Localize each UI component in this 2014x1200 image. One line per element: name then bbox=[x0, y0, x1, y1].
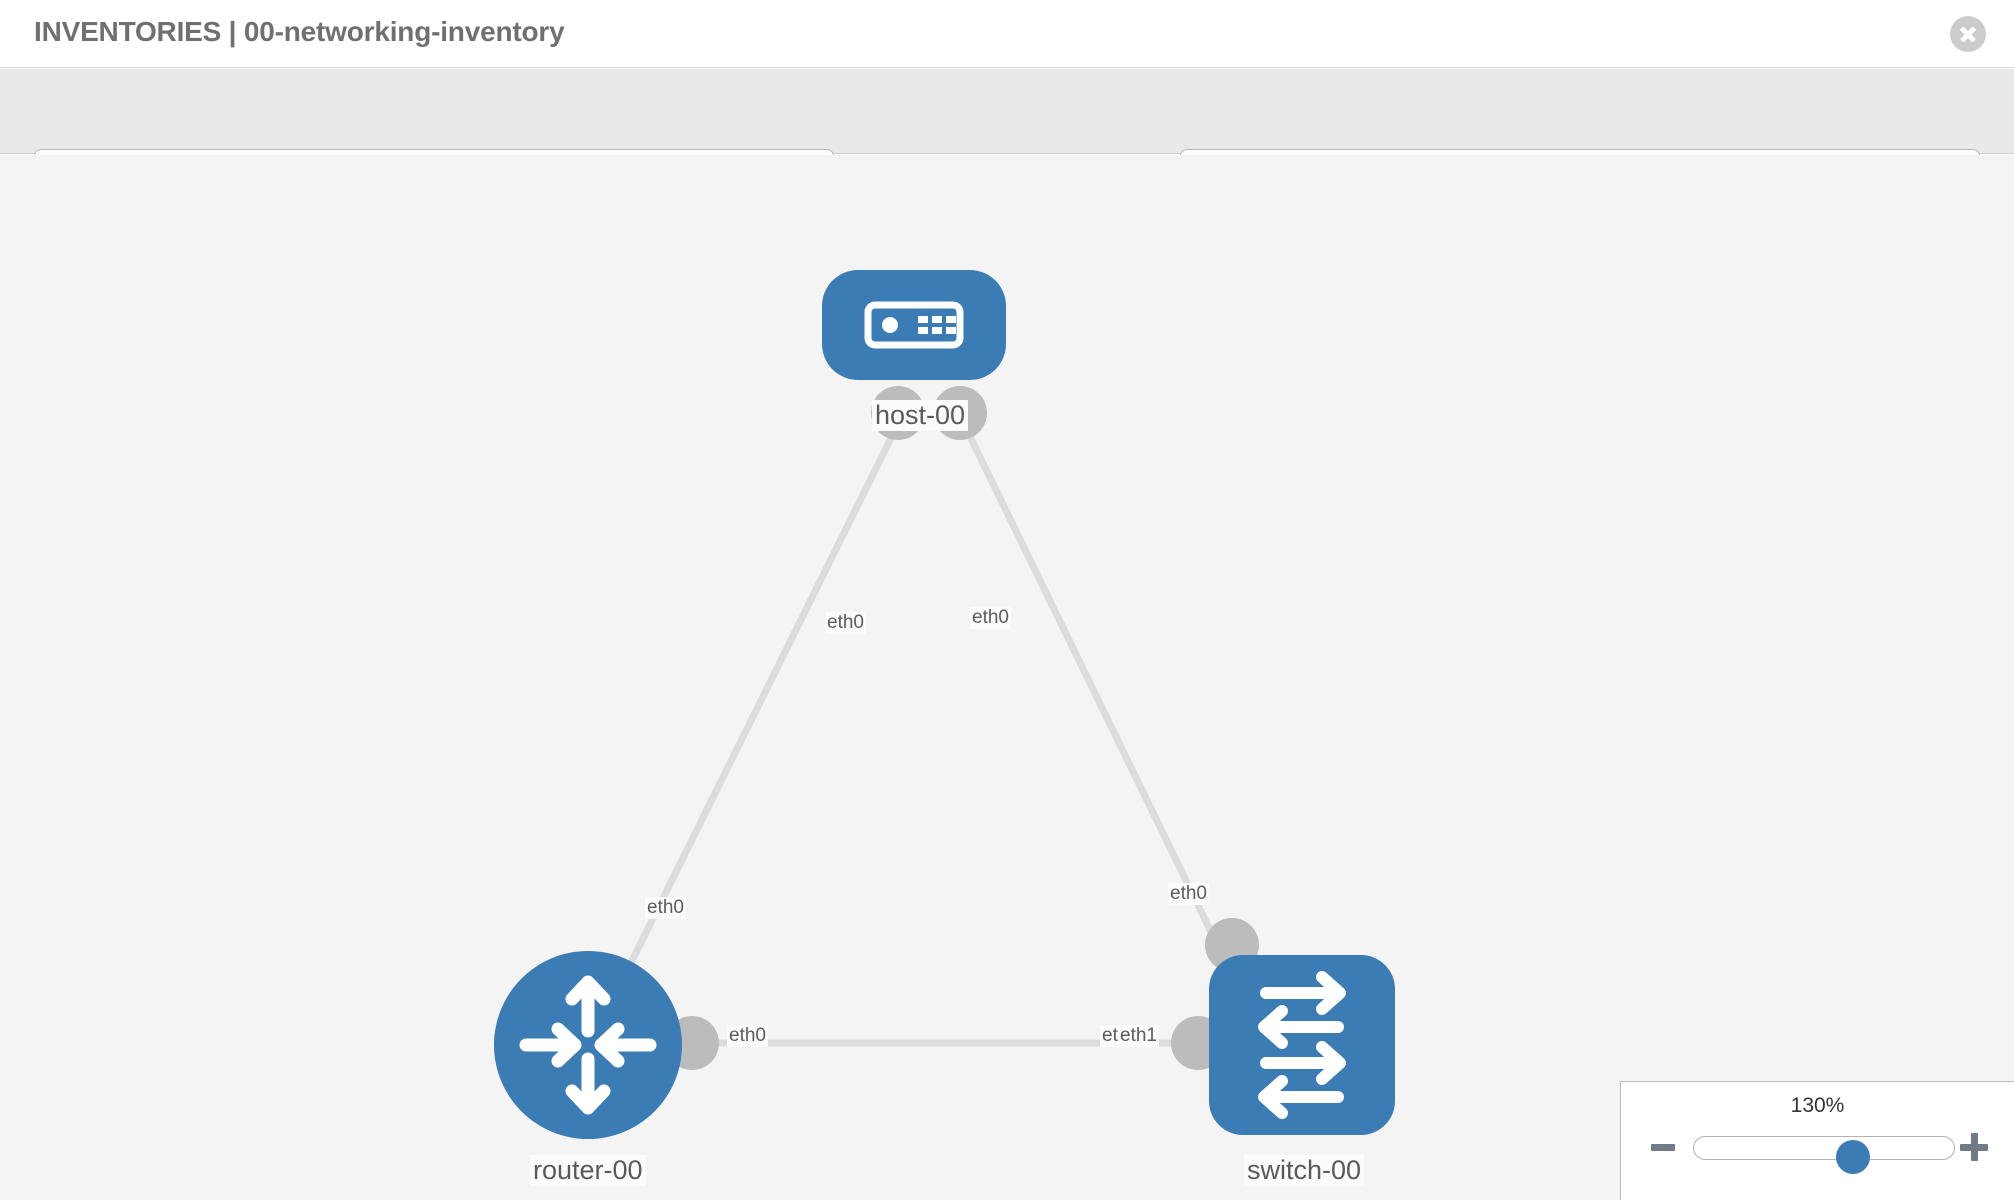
iface-label-switch-left: eth1 bbox=[1118, 1025, 1159, 1047]
zoom-control-panel: 130% bbox=[1620, 1081, 2014, 1200]
node-router-00 bbox=[494, 951, 682, 1139]
zoom-slider-thumb[interactable] bbox=[1836, 1140, 1870, 1174]
close-icon[interactable] bbox=[1950, 16, 1986, 52]
zoom-level-value: 130% bbox=[1790, 1094, 1845, 1117]
node-host-00 bbox=[822, 270, 1006, 380]
toolbar: ACTIONS SEARCH bbox=[0, 69, 2014, 204]
node-label-router-00: router-00 bbox=[530, 1155, 646, 1187]
zoom-out-button[interactable] bbox=[1651, 1144, 1675, 1151]
zoom-slider-track[interactable] bbox=[1693, 1136, 1955, 1174]
link-host-router bbox=[616, 418, 904, 987]
node-label-switch-00: switch-00 bbox=[1244, 1155, 1365, 1187]
link-edges bbox=[616, 418, 1236, 1047]
iface-label-host-right: eth0 bbox=[970, 607, 1011, 629]
page-title: INVENTORIES | 00-networking-inventory bbox=[34, 16, 565, 47]
iface-label-router-right: eth0 bbox=[727, 1025, 768, 1047]
router-icon bbox=[519, 975, 657, 1115]
iface-label-host-left: eth0 bbox=[825, 612, 866, 634]
zoom-in-button[interactable] bbox=[1960, 1133, 1988, 1161]
server-icon bbox=[864, 301, 964, 349]
page-header: INVENTORIES | 00-networking-inventory bbox=[0, 0, 2014, 68]
topology-canvas[interactable]: host-00 router-00 switch-00 eth0 eth0 et… bbox=[0, 155, 2014, 1200]
topology-graph bbox=[494, 270, 1395, 1139]
node-label-host-00: host-00 bbox=[872, 400, 969, 432]
switch-icon bbox=[1258, 971, 1346, 1119]
iface-label-router-upper: eth0 bbox=[645, 897, 686, 919]
iface-label-switch-upper: eth0 bbox=[1168, 883, 1209, 905]
zoom-slider-row bbox=[1621, 1128, 2014, 1174]
port-markers bbox=[665, 386, 1259, 1070]
node-switch-00 bbox=[1209, 955, 1395, 1135]
link-host-switch bbox=[958, 418, 1236, 977]
